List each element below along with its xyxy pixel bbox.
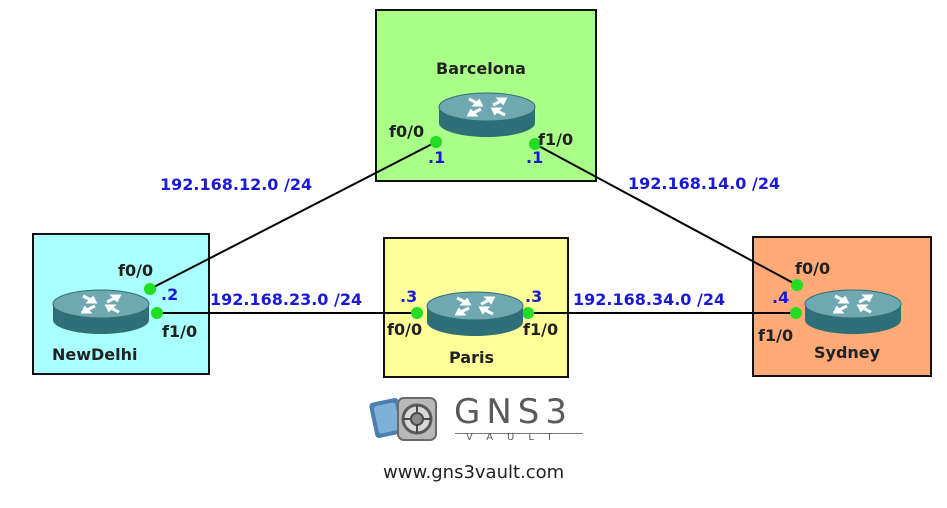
port-dot-paris-f0-0[interactable] (411, 307, 423, 319)
network-label-34: 192.168.34.0 /24 (573, 290, 726, 309)
logo-title: GNS3 (454, 392, 573, 432)
port-label-newdelhi-f0-0: f0/0 (118, 261, 154, 280)
port-dot-barcelona-f1-0[interactable] (529, 138, 541, 150)
router-name-sydney: Sydney (814, 343, 881, 362)
octet-paris-f0-0: .3 (400, 287, 418, 306)
port-dot-barcelona-f0-0[interactable] (430, 136, 442, 148)
port-label-barcelona-f1-0: f1/0 (538, 130, 574, 149)
octet-newdelhi: .2 (161, 285, 179, 304)
port-dot-newdelhi-f1-0[interactable] (151, 307, 163, 319)
gns3-vault-logo-icon (369, 397, 437, 441)
port-dot-sydney-f1-0[interactable] (790, 307, 802, 319)
port-label-sydney-f0-0: f0/0 (795, 259, 831, 278)
octet-barcelona-f0-0: .1 (428, 148, 446, 167)
port-dot-newdelhi-f0-0[interactable] (144, 283, 156, 295)
port-dot-paris-f1-0[interactable] (522, 307, 534, 319)
router-name-paris: Paris (449, 348, 494, 367)
network-label-23: 192.168.23.0 /24 (210, 290, 363, 309)
logo-subtitle: VAULT (466, 432, 567, 443)
link-barcelona-sydney (534, 143, 798, 286)
router-icon-barcelona[interactable] (437, 85, 537, 145)
network-label-12: 192.168.12.0 /24 (160, 175, 313, 194)
octet-paris-f1-0: .3 (525, 287, 543, 306)
octet-barcelona-f1-0: .1 (526, 148, 544, 167)
port-label-barcelona-f0-0: f0/0 (389, 122, 425, 141)
port-label-paris-f0-0: f0/0 (387, 320, 423, 339)
router-name-barcelona: Barcelona (436, 59, 526, 78)
logo-rule (455, 433, 583, 434)
router-icon-paris[interactable] (425, 284, 525, 344)
router-name-newdelhi: NewDelhi (52, 345, 138, 364)
link-barcelona-newdelhi (149, 141, 437, 290)
port-label-newdelhi-f1-0: f1/0 (162, 322, 198, 341)
router-icon-newdelhi[interactable] (51, 282, 151, 342)
network-label-14: 192.168.14.0 /24 (628, 174, 781, 193)
router-icon-sydney[interactable] (803, 282, 903, 342)
port-label-sydney-f1-0: f1/0 (758, 326, 794, 345)
octet-sydney: .4 (772, 288, 790, 307)
website-url: www.gns3vault.com (383, 462, 565, 483)
port-label-paris-f1-0: f1/0 (523, 320, 559, 339)
port-dot-sydney-f0-0[interactable] (791, 279, 803, 291)
